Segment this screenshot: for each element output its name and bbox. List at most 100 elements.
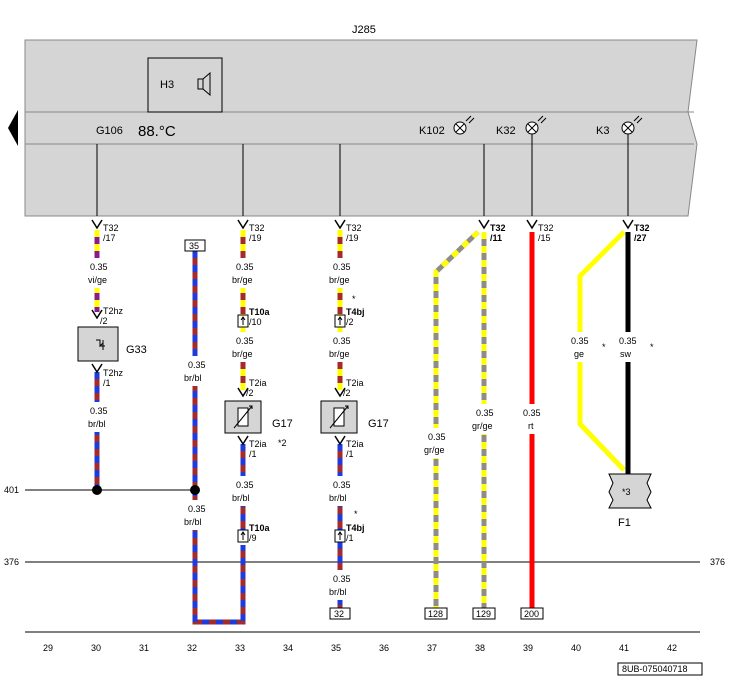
ref-39-label: 200: [524, 609, 539, 619]
conn-30-t2hz-a: T2hz: [103, 306, 124, 316]
h3-label: H3: [160, 79, 174, 91]
connector-pins: [91, 219, 634, 230]
column-number-34: 34: [283, 643, 293, 653]
conn-35-t4bj-b-pin: /1: [346, 533, 354, 543]
column-number-33: 33: [235, 643, 245, 653]
conn-35-t4bj-a-symbol: [334, 314, 346, 328]
internal-lines: [96, 134, 629, 216]
star-40: *: [602, 342, 606, 352]
conn-33-t10a-b: T10a: [249, 523, 271, 533]
conn-35-t4bj-a: T4bj: [346, 307, 365, 317]
line-376-right-label: 376: [710, 557, 725, 567]
line-376-left-label: 376: [4, 557, 19, 567]
column-number-32: 32: [187, 643, 197, 653]
svg-text:vi/ge: vi/ge: [88, 275, 107, 285]
conn-35-t2ia-a-pin-no: /2: [343, 388, 351, 398]
svg-text:br/bl: br/bl: [232, 493, 250, 503]
conn-33-t2ia-b-pin: [237, 435, 249, 446]
svg-text:0.35: 0.35: [90, 262, 108, 272]
conn-33-t2ia-b: T2ia: [249, 439, 267, 449]
svg-text:0.35: 0.35: [188, 360, 206, 370]
conn-30-t2hz-b-pin-no: /1: [103, 378, 111, 388]
diagram-code: 8UB-075040718: [622, 664, 688, 674]
g106-label: G106: [96, 125, 123, 137]
column-number-38: 38: [475, 643, 485, 653]
svg-text:0.35: 0.35: [333, 480, 351, 490]
svg-text:br/bl: br/bl: [329, 493, 347, 503]
junction-30: [92, 485, 102, 495]
k3-lamp-icon: [621, 115, 643, 135]
svg-text:0.35: 0.35: [619, 336, 637, 346]
conn-35-t4bj-a-pin: /2: [346, 317, 354, 327]
conn-35-t2ia-a-pin: [334, 387, 346, 398]
conn-33-t2ia-a-pin: [237, 387, 249, 398]
control-unit-label: J285: [352, 24, 376, 36]
svg-text:sw: sw: [620, 349, 632, 359]
svg-text:0.35: 0.35: [333, 336, 351, 346]
ref-37-label: 128: [428, 609, 443, 619]
star-41: *: [650, 342, 654, 352]
control-unit-housing: [24, 39, 698, 217]
ref-32-label: 35: [189, 241, 199, 251]
svg-text:0.35: 0.35: [428, 432, 446, 442]
f1-label: F1: [618, 517, 631, 529]
wire-32-stripe: [192, 251, 246, 625]
junction-32: [190, 485, 200, 495]
conn-41-top-a: T32: [634, 223, 650, 233]
conn-33-t10a-b-symbol: [237, 529, 249, 543]
conn-33-t2ia-b-pin-no: /1: [249, 449, 257, 459]
f1-switch: [608, 473, 652, 509]
column-number-31: 31: [139, 643, 149, 653]
svg-text:0.35: 0.35: [236, 336, 254, 346]
svg-text:br/ge: br/ge: [232, 349, 253, 359]
conn-30-top-a: T32: [103, 223, 119, 233]
column-number-36: 36: [379, 643, 389, 653]
conn-33-t10a-a-symbol: [237, 314, 249, 328]
conn-35-top-a: T32: [346, 223, 362, 233]
conn-35-t4bj-b: T4bj: [346, 523, 365, 533]
wire-35-labels: 0.35 br/ge 0.35 br/ge 0.35 br/bl 0.35 br…: [325, 258, 357, 600]
conn-39-top-b: /15: [538, 233, 551, 243]
conn-38-top-a: T32: [490, 223, 506, 233]
g33-label: G33: [126, 344, 147, 356]
star-35a: *: [352, 294, 356, 304]
svg-text:0.35: 0.35: [476, 408, 494, 418]
g17-b-label: G17: [368, 418, 389, 430]
ref-box-35: [329, 607, 351, 620]
conn-33-t10a-b-pin: /9: [249, 533, 257, 543]
ref-box-37: [424, 607, 448, 620]
svg-text:0.35: 0.35: [90, 406, 108, 416]
column-number-35: 35: [331, 643, 341, 653]
conn-35-t2ia-b: T2ia: [346, 439, 364, 449]
ref-35-label: 32: [334, 609, 344, 619]
k3-label: K3: [596, 125, 609, 137]
conn-33-t10a-a: T10a: [249, 307, 271, 317]
svg-text:gr/ge: gr/ge: [424, 445, 445, 455]
star-35b: *: [354, 509, 358, 519]
k32-label: K32: [496, 125, 516, 137]
conn-35-t2ia-b-pin-no: /1: [346, 449, 354, 459]
conn-35-t2ia-a: T2ia: [346, 378, 364, 388]
left-arrow-icon: [8, 110, 18, 146]
svg-text:br/bl: br/bl: [184, 517, 202, 527]
svg-text:br/bl: br/bl: [184, 373, 202, 383]
line-401-label: 401: [4, 485, 19, 495]
conn-35-t2ia-b-pin: [334, 435, 346, 446]
wire-33-labels: 0.35 br/ge 0.35 br/ge 0.35 br/bl: [228, 258, 260, 506]
conn-30-t2hz-b-pin: [91, 363, 103, 374]
svg-text:br/ge: br/ge: [329, 349, 350, 359]
column-number-40: 40: [571, 643, 581, 653]
g17-a-sensor: [224, 400, 262, 434]
ref-box-39: [520, 607, 544, 620]
wire-30-labels: 0.35 vi/ge 0.35 br/bl: [82, 258, 112, 432]
svg-text:0.35: 0.35: [188, 504, 206, 514]
wires: [94, 230, 631, 625]
svg-text:ge: ge: [574, 349, 584, 359]
k102-label: K102: [419, 125, 445, 137]
svg-text:rt: rt: [528, 421, 534, 431]
conn-38-top-b: /11: [490, 233, 502, 243]
conn-35-top-b: /19: [346, 233, 359, 243]
svg-text:br/bl: br/bl: [329, 587, 347, 597]
g17-b-sensor: [320, 400, 358, 434]
